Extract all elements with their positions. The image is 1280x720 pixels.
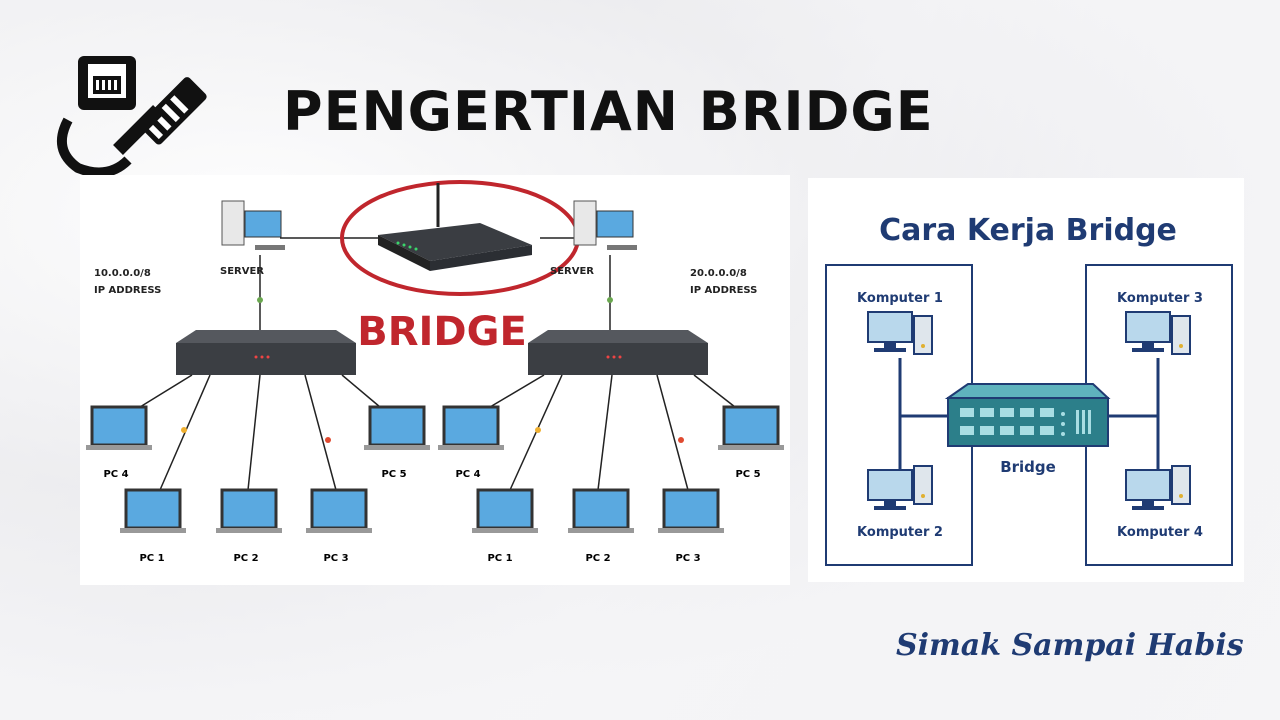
network-address: 10.0.0.0/8 xyxy=(94,268,151,279)
ip-address-label: IP ADDRESS xyxy=(690,285,757,296)
computer-label: Komputer 2 xyxy=(857,525,943,540)
page-title: PENGERTIAN BRIDGE xyxy=(283,80,934,143)
pc-label: PC 3 xyxy=(323,553,348,564)
pc-label: PC 2 xyxy=(233,553,258,564)
pc-icon xyxy=(568,488,634,533)
bridge-device-icon xyxy=(944,383,1111,447)
server-icon xyxy=(221,200,285,250)
pc-label: PC 3 xyxy=(675,553,700,564)
left-network-diagram: BRIDGE SERVER 10.0.0.0/8 IP ADDRESS PC 4… xyxy=(86,180,784,564)
bridge-label: BRIDGE xyxy=(357,309,527,355)
pc-icon xyxy=(120,488,186,533)
bridge-label: Bridge xyxy=(1000,458,1056,476)
pc-label: PC 1 xyxy=(139,553,164,564)
left-diagram-panel: BRIDGE SERVER 10.0.0.0/8 IP ADDRESS PC 4… xyxy=(80,175,790,585)
network-address: 20.0.0.0/8 xyxy=(690,268,747,279)
server-label: SERVER xyxy=(220,266,264,277)
computer-label: Komputer 1 xyxy=(857,291,943,306)
pc-label: PC 2 xyxy=(585,553,610,564)
right-diagram-panel: Cara Kerja Bridge Komputer 1 Komputer 2 … xyxy=(808,178,1244,582)
computer-icon xyxy=(867,311,933,355)
pc-label: PC 5 xyxy=(735,469,760,480)
computer-icon xyxy=(1125,311,1191,355)
bridge-working-diagram: Cara Kerja Bridge Komputer 1 Komputer 2 … xyxy=(825,213,1233,566)
tagline: Simak Sampai Habis xyxy=(896,628,1244,663)
pc-label: PC 5 xyxy=(381,469,406,480)
computer-icon xyxy=(1125,465,1191,510)
server-label: SERVER xyxy=(550,266,594,277)
network-switch-icon xyxy=(528,330,708,375)
pc-label: PC 1 xyxy=(487,553,512,564)
network-switch-icon xyxy=(176,330,356,375)
pc-icon xyxy=(472,488,538,533)
ethernet-cable-icon xyxy=(56,56,207,178)
pc-icon xyxy=(658,488,724,533)
pc-icon xyxy=(306,488,372,533)
bridge-device-icon xyxy=(378,183,532,271)
computer-label: Komputer 3 xyxy=(1117,291,1203,306)
pc-label: PC 4 xyxy=(455,469,480,480)
pc-icon xyxy=(216,488,282,533)
pc-icon xyxy=(86,405,152,450)
computer-label: Komputer 4 xyxy=(1117,525,1203,540)
computer-icon xyxy=(867,465,933,510)
pc-icon xyxy=(718,405,784,450)
pc-icon xyxy=(438,405,504,450)
pc-icon xyxy=(364,405,430,450)
ip-address-label: IP ADDRESS xyxy=(94,285,161,296)
pc-label: PC 4 xyxy=(103,469,128,480)
diagram-title: Cara Kerja Bridge xyxy=(879,213,1177,248)
server-icon xyxy=(573,200,637,250)
